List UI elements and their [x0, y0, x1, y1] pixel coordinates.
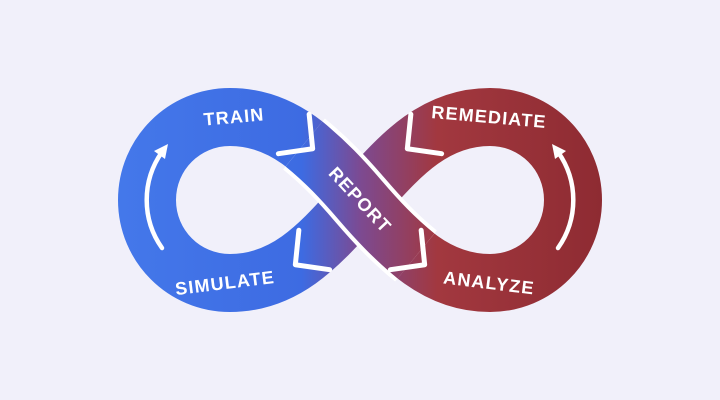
right-cycle-arrow-arc [555, 149, 576, 251]
chevron-icon [387, 227, 428, 273]
chevron-icon [404, 111, 445, 157]
chevron-icon [292, 227, 333, 273]
chevron-icon [275, 111, 316, 157]
report-ribbon [285, 121, 435, 279]
left-cycle-arrowhead [154, 144, 168, 159]
left-cycle-arrow-arc [144, 149, 165, 251]
segment-separators [275, 111, 445, 273]
right-cycle-arrow-icon [552, 144, 576, 251]
left-cycle-arrow-icon [144, 144, 168, 251]
right-cycle-arrowhead [552, 144, 566, 159]
